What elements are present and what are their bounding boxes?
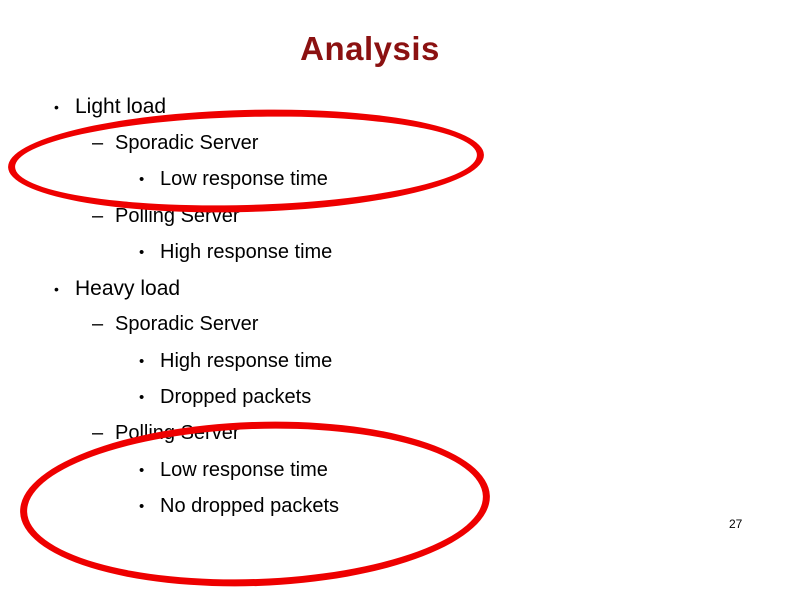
bullet-text: High response time [160, 240, 333, 263]
bullet-row: • Heavy load [0, 270, 794, 306]
bullet-row: • High response time [0, 343, 794, 379]
bullet-text: Sporadic Server [115, 131, 259, 154]
bullet-icon: • [54, 280, 59, 297]
bullet-icon: • [139, 497, 145, 515]
bullet-text: Heavy load [75, 276, 181, 300]
bullet-text: Low response time [160, 168, 328, 191]
bullet-row: – Sporadic Server [0, 307, 794, 343]
bullet-text: High response time [160, 349, 333, 372]
bullet-row: • Light load [0, 89, 794, 125]
bullet-icon: • [139, 389, 145, 407]
bullet-row: • Low response time [0, 162, 794, 198]
dash-icon: – [92, 131, 104, 154]
bullet-row: – Polling Server [0, 198, 794, 234]
bullet-row: – Polling Server [0, 416, 794, 452]
bullet-text: Sporadic Server [115, 313, 259, 336]
bullet-icon: • [54, 99, 59, 116]
dash-icon: – [92, 204, 104, 227]
bullet-row: • Dropped packets [0, 379, 794, 415]
bullet-text: Dropped packets [160, 386, 312, 409]
dash-icon: – [92, 422, 104, 445]
bullet-icon: • [139, 461, 145, 479]
bullet-icon: • [139, 171, 145, 189]
bullet-text: Polling Server [115, 422, 240, 445]
page-number: 27 [729, 517, 743, 531]
bullet-text: Polling Server [115, 204, 240, 227]
bullet-icon: • [139, 352, 145, 370]
bullet-list: • Light load – Sporadic Server • Low res… [0, 89, 794, 525]
bullet-icon: • [139, 243, 145, 261]
bullet-text: Light load [75, 95, 167, 119]
bullet-row: – Sporadic Server [0, 125, 794, 161]
bullet-text: Low response time [160, 458, 328, 481]
dash-icon: – [92, 313, 104, 336]
bullet-row: • No dropped packets [0, 488, 794, 524]
slide-title: Analysis [300, 30, 440, 67]
bullet-text: No dropped packets [160, 494, 340, 517]
bullet-row: • Low response time [0, 452, 794, 488]
bullet-row: • High response time [0, 234, 794, 270]
